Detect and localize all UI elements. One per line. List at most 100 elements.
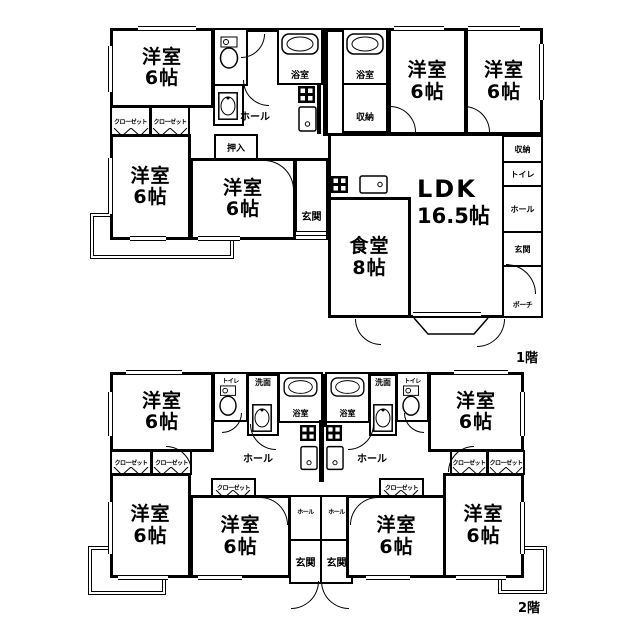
closet-label: クローゼット [216, 485, 251, 492]
room-name: 洋室 [376, 514, 417, 537]
window [394, 26, 444, 31]
room-2f-southwest: 洋室 6帖 [110, 473, 191, 578]
window [198, 236, 240, 241]
oshiire-label: 押入 [226, 143, 245, 154]
room-size: 6帖 [486, 80, 522, 103]
room-name: LDK [417, 175, 477, 203]
room-name: 洋室 [222, 176, 263, 199]
room-1f-northwest: 洋室 6帖 [110, 28, 214, 108]
room-name: 洋室 [141, 45, 182, 68]
washroom-label: 洗面 [375, 378, 391, 387]
hall-label: ホール [510, 204, 535, 214]
wall-segment [321, 374, 327, 427]
closet-door-chevron-icon [113, 466, 149, 476]
closet-label: クローゼット [489, 460, 523, 467]
room-1f-west: 洋室 6帖 [110, 134, 191, 240]
hall-label: ホール [328, 509, 345, 516]
entry-2f-left-unit: 玄関 [289, 539, 322, 584]
entry-label: 玄関 [301, 212, 322, 223]
washbasin-icon [252, 404, 272, 432]
window [108, 46, 113, 92]
hall-2f-strip-left: ホール [289, 495, 322, 541]
room-size: 6帖 [133, 186, 168, 208]
toilet-label: トイレ [404, 378, 421, 385]
stove-icon [326, 425, 342, 441]
window [413, 312, 481, 317]
wall-segment [321, 28, 344, 32]
closet-door-chevron-icon [215, 489, 251, 499]
window [520, 502, 525, 554]
room-2f-northwest: 洋室 6帖 [110, 372, 214, 452]
kitchen-sink-icon [300, 445, 318, 471]
door-arc [321, 581, 349, 609]
storage-label: 収納 [514, 144, 531, 154]
entry-1f-east: 玄関 [502, 231, 543, 267]
closet-door-chevron-icon [452, 466, 486, 476]
door-arc [241, 34, 265, 58]
entry-label: 玄関 [326, 558, 347, 569]
window [539, 44, 544, 100]
kitchen-sink-icon [359, 175, 388, 194]
hall-label: ホール [357, 454, 387, 465]
door-arc [243, 80, 269, 106]
door-arc [291, 581, 319, 609]
toilet-label: トイレ [222, 378, 239, 385]
closet-label: クローゼット [384, 485, 419, 492]
washbasin-icon [373, 404, 393, 432]
oshiire-1f: 押入 [214, 134, 258, 160]
toilet-icon [217, 385, 239, 417]
wall-segment [368, 372, 397, 376]
bathtub-icon [281, 33, 319, 55]
closet-door-chevron-icon [152, 127, 188, 137]
bath-label: 浴室 [355, 71, 374, 81]
entry-label: 玄関 [295, 558, 316, 569]
closet-door-chevron-icon [489, 466, 523, 476]
room-name: 洋室 [483, 59, 524, 82]
room-size: 6帖 [466, 524, 501, 547]
closet-label: クローゼット [114, 460, 148, 467]
door-arc [348, 424, 374, 450]
window [366, 575, 410, 580]
window [126, 370, 182, 375]
toilet-room-1f-east: トイレ [502, 161, 543, 187]
room-size: 6帖 [223, 535, 258, 558]
wall-segment [246, 372, 279, 376]
kitchen-sink-icon [298, 106, 317, 132]
wall-segment [317, 84, 321, 134]
closet-label: クローゼット [113, 118, 148, 126]
toilet-label: トイレ [510, 169, 535, 179]
bath-label: 浴室 [339, 409, 356, 418]
room-name: 洋室 [141, 389, 182, 412]
toilet-icon [218, 36, 240, 70]
window [138, 26, 196, 31]
floor-label-2f: 2階 [518, 601, 541, 616]
closet-door-chevron-icon [113, 127, 149, 137]
room-2f-southeast: 洋室 6帖 [443, 473, 524, 578]
wall-segment [323, 30, 328, 136]
bath-label: 浴室 [290, 71, 309, 81]
room-size: 6帖 [410, 80, 445, 103]
hall-label: ホール [240, 112, 270, 123]
room-name: 洋室 [463, 503, 504, 526]
room-size: 6帖 [144, 411, 180, 433]
ldk-label-block: LDK 16.5帖 [417, 175, 490, 228]
wall-segment [319, 420, 324, 482]
window [456, 575, 506, 580]
window [198, 575, 242, 580]
entry-label: 玄関 [514, 244, 531, 254]
window [520, 392, 525, 436]
room-size: 6帖 [144, 67, 180, 89]
room-name: 洋室 [130, 503, 171, 526]
wall-segment [246, 28, 279, 32]
hall-1f-east: ホール [502, 185, 543, 233]
door-arc [355, 319, 381, 345]
stove-icon [331, 176, 348, 193]
closet-label: クローゼット [153, 118, 187, 126]
room-name: 洋室 [455, 389, 496, 412]
window [454, 370, 508, 375]
storage-label: 収納 [355, 113, 374, 123]
room-size: 6帖 [133, 524, 168, 547]
room-size: 6帖 [225, 198, 261, 220]
room-size: 6帖 [379, 535, 414, 558]
